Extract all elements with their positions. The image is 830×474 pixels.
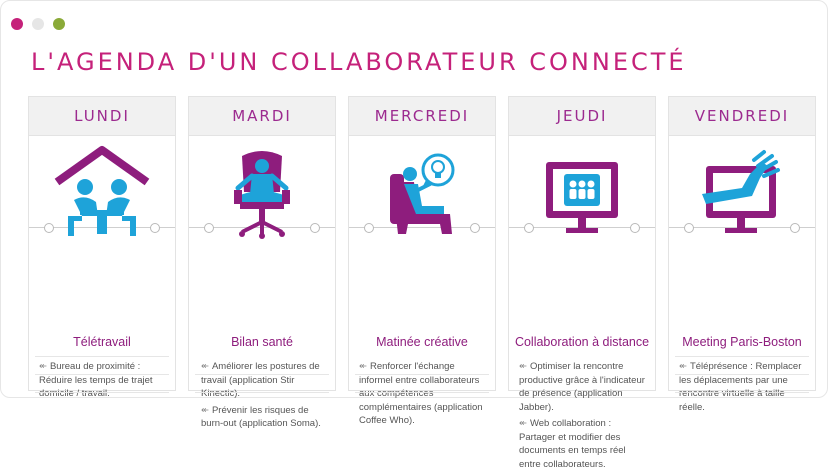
timeline-dot [150,223,160,233]
idea-armchair-icon [349,144,495,244]
bullet-list: ↞Bureau de proximité : Réduire les temps… [39,360,169,404]
minimize-dot[interactable] [32,18,44,30]
telepresence-screen-icon [669,144,815,244]
bullet-text: Optimiser la rencontre productive grâce … [519,361,645,413]
timeline-dot [524,223,534,233]
list-item: ↞Téléprésence : Remplacer les déplacemen… [679,360,809,414]
maximize-dot[interactable] [53,18,65,30]
timeline-dot [310,223,320,233]
remote-collaboration-icon [509,144,655,244]
day-column-jeudi: JEUDI [508,96,656,470]
day-theme: Collaboration à distance [514,335,650,349]
day-theme: Bilan santé [231,335,293,349]
day-column-lundi: LUNDI [28,96,176,399]
page-title: L'AGENDA D'UN COLLABORATEUR CONNECTÉ [31,48,687,76]
bullet-text: Bureau de proximité : Réduire les temps … [39,361,153,399]
divider [195,392,329,393]
day-body: Matinée créative ↞Renforcer l'échange in… [349,136,495,426]
day-body: Collaboration à distance ↞Optimiser la r… [509,136,655,470]
divider [355,374,489,375]
bullet-list: ↞Améliorer les postures de travail (appl… [201,360,329,434]
bullet-text: Prévenir les risques de burn-out (applic… [201,404,321,430]
timeline-dot [470,223,480,233]
day-body: Bilan santé ↞Améliorer les postures de t… [189,136,335,429]
timeline-dot [630,223,640,233]
bullet-text: Web collaboration : Partager et modifier… [519,418,626,470]
list-item: ↞Renforcer l'échange informel entre coll… [359,360,489,428]
day-body: Meeting Paris-Boston ↞Téléprésence : Rem… [669,136,815,413]
day-column-vendredi: VENDREDI Meeting Paris-Boston [668,96,816,413]
day-theme: Matinée créative [376,335,468,349]
divider [35,356,169,357]
list-item: ↞Web collaboration : Partager et modifie… [519,417,649,471]
bullet-list: ↞Téléprésence : Remplacer les déplacemen… [679,360,809,417]
day-theme: Télétravail [73,335,131,349]
day-theme: Meeting Paris-Boston [682,335,802,349]
timeline-dot [44,223,54,233]
arrow-icon: ↞ [201,361,209,372]
bullet-text: Renforcer l'échange informel entre colla… [359,361,483,426]
arrow-icon: ↞ [519,418,527,429]
day-header: MERCREDI [349,97,495,136]
timeline-line [349,227,495,228]
divider [195,374,329,375]
day-header: VENDREDI [669,97,815,136]
bullet-list: ↞Renforcer l'échange informel entre coll… [359,360,489,431]
day-header: MARDI [189,97,335,136]
list-item: ↞Améliorer les postures de travail (appl… [201,360,329,401]
divider [35,374,169,375]
bullet-text: Téléprésence : Remplacer les déplacement… [679,361,802,413]
arrow-icon: ↞ [39,361,47,372]
close-dot[interactable] [11,18,23,30]
day-body: Télétravail ↞Bureau de proximité : Rédui… [29,136,175,399]
telework-house-icon [29,144,175,244]
timeline-dot [684,223,694,233]
divider [675,356,809,357]
list-item: ↞Bureau de proximité : Réduire les temps… [39,360,169,401]
arrow-icon: ↞ [519,361,527,372]
divider [675,374,809,375]
divider [355,392,489,393]
timeline-dot [204,223,214,233]
divider [35,392,169,393]
bullet-text: Améliorer les postures de travail (appli… [201,361,320,399]
arrow-icon: ↞ [359,361,367,372]
arrow-icon: ↞ [679,361,687,372]
arrow-icon: ↞ [201,404,209,416]
list-item: ↞Optimiser la rencontre productive grâce… [519,360,649,414]
timeline-dot [364,223,374,233]
day-column-mercredi: MERCREDI [348,96,496,426]
meditation-chair-icon [189,144,335,244]
window-controls [11,18,65,30]
day-header: JEUDI [509,97,655,136]
day-header: LUNDI [29,97,175,136]
list-item: ↞Prévenir les risques de burn-out (appli… [201,404,329,431]
bullet-list: ↞Optimiser la rencontre productive grâce… [519,360,649,474]
day-column-mardi: MARDI [188,96,336,429]
timeline-dot [790,223,800,233]
divider [675,392,809,393]
